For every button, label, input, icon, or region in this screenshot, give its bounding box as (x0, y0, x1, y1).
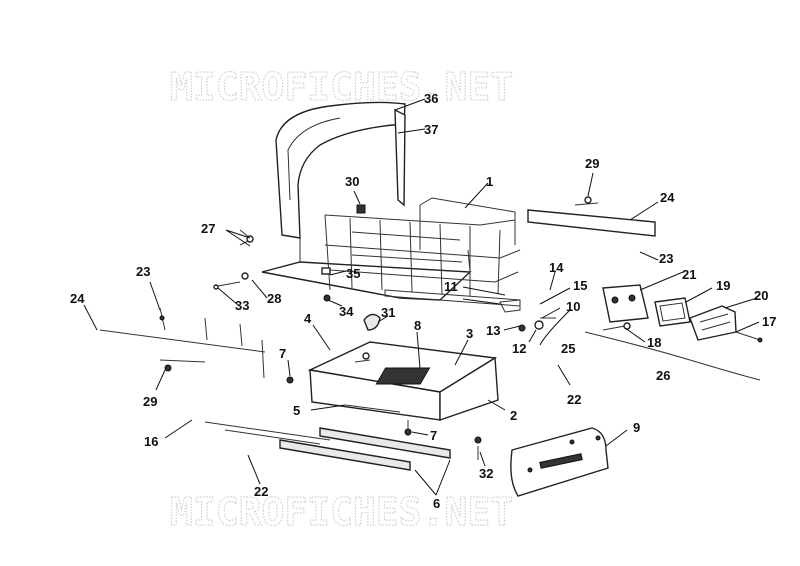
callout-19: 19 (716, 278, 730, 293)
callout-32: 32 (479, 466, 493, 481)
callout-7a: 7 (279, 346, 286, 361)
watermark-bottom: MICROFICHES.NET (170, 490, 513, 534)
callout-5: 5 (293, 403, 300, 418)
callout-13: 13 (486, 323, 500, 338)
callout-24a: 24 (660, 190, 675, 205)
callout-35: 35 (346, 266, 360, 281)
callout-17: 17 (762, 314, 776, 329)
callout-12: 12 (512, 341, 526, 356)
watermark-top: MICROFICHES.NET (170, 65, 513, 109)
callout-27: 27 (201, 221, 215, 236)
callout-21: 21 (682, 267, 696, 282)
callout-33: 33 (235, 298, 249, 313)
trim-strips (279, 427, 451, 471)
callout-31: 31 (381, 305, 395, 320)
callout-labels: 1 2 3 4 5 6 7 7 8 9 10 11 12 13 14 15 16… (70, 91, 776, 511)
left-rails (99, 307, 331, 445)
rear-panel (510, 427, 609, 497)
callout-29a: 29 (585, 156, 599, 171)
callout-23a: 23 (659, 251, 673, 266)
callout-6: 6 (433, 496, 440, 511)
callout-29b: 29 (143, 394, 157, 409)
callout-8: 8 (414, 318, 421, 333)
seat-frame (261, 197, 521, 307)
control-box (307, 341, 499, 421)
seat-back-cushion (275, 101, 406, 239)
callout-26: 26 (656, 368, 670, 383)
callout-1: 1 (486, 174, 493, 189)
callout-36: 36 (424, 91, 438, 106)
fasteners (286, 299, 556, 460)
tail-light-assembly (584, 284, 763, 381)
callout-24b: 24 (70, 291, 85, 306)
callout-22a: 22 (567, 392, 581, 407)
leader-lines (83, 98, 760, 496)
callout-28: 28 (267, 291, 281, 306)
callout-3: 3 (466, 326, 473, 341)
callout-25: 25 (561, 341, 575, 356)
callout-9: 9 (633, 420, 640, 435)
seat-hardware (213, 204, 381, 331)
callout-30: 30 (345, 174, 359, 189)
callout-4: 4 (304, 311, 312, 326)
callout-7b: 7 (430, 428, 437, 443)
callout-22b: 22 (254, 484, 268, 499)
callout-11: 11 (444, 279, 458, 294)
callout-20: 20 (754, 288, 768, 303)
callout-23b: 23 (136, 264, 150, 279)
callout-10: 10 (566, 299, 580, 314)
right-bracket (527, 196, 656, 237)
callout-37: 37 (424, 122, 438, 137)
callout-2: 2 (510, 408, 517, 423)
callout-16: 16 (144, 434, 158, 449)
callout-18: 18 (647, 335, 661, 350)
callout-14: 14 (549, 260, 564, 275)
callout-34: 34 (339, 304, 354, 319)
callout-15: 15 (573, 278, 587, 293)
